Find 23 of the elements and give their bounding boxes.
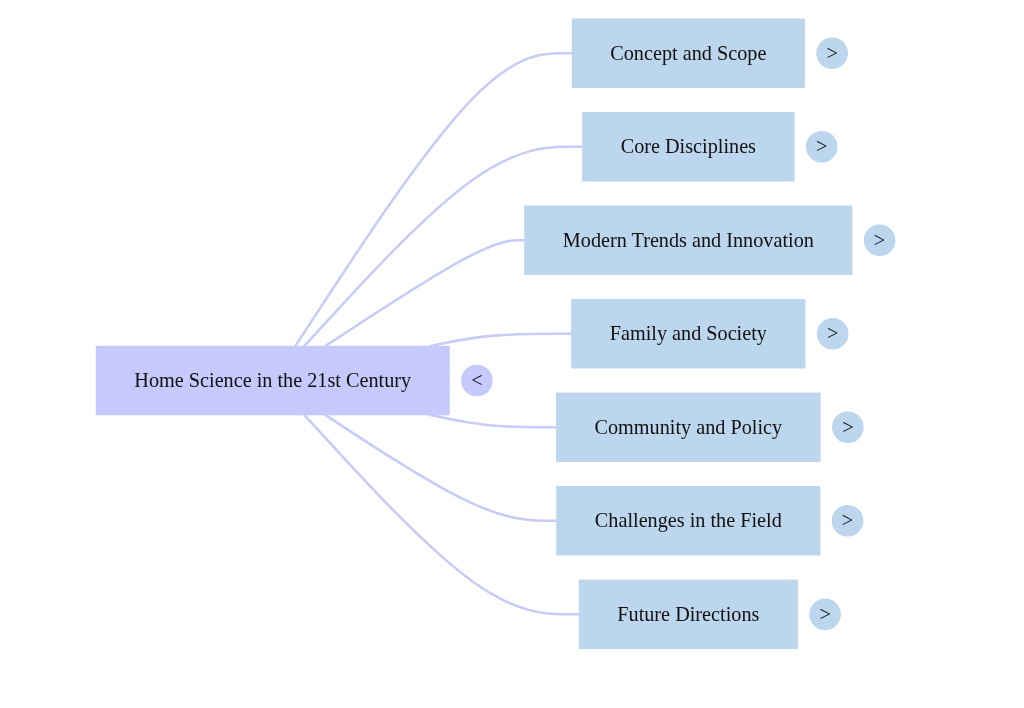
node-box: Home Science in the 21st Century — [95, 345, 450, 416]
node-label: > — [816, 135, 828, 157]
node-box: Family and Society — [571, 299, 806, 369]
node-label: > — [826, 322, 839, 344]
connector — [294, 51, 573, 348]
node-label: > — [873, 228, 886, 251]
node-label: > — [841, 509, 854, 531]
node-box: Community and Policy — [556, 392, 821, 463]
connector — [428, 413, 557, 429]
node-box: Future Directions — [578, 579, 798, 650]
connector — [303, 413, 580, 616]
node-label: > — [826, 41, 838, 64]
connector — [324, 413, 557, 523]
connector — [303, 145, 583, 348]
node-box: Modern Trends and Innovation — [524, 205, 853, 275]
connector — [324, 239, 525, 348]
node-label: > — [842, 415, 854, 438]
node-label: > — [819, 602, 831, 625]
node-box: Core Disciplines — [582, 112, 795, 182]
node-box: Challenges in the Field — [556, 486, 821, 556]
connector — [428, 332, 572, 348]
node-label: < — [471, 369, 483, 391]
node-box: Concept and Scope — [571, 18, 805, 88]
